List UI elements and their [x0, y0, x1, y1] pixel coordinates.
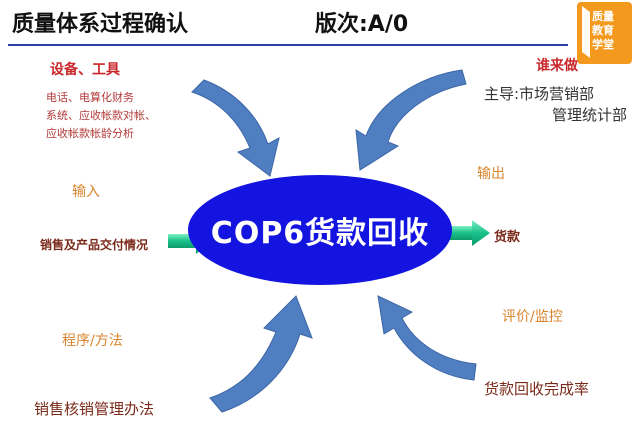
output-target: 货款: [494, 230, 521, 245]
who-line-1: 主导:市场营销部: [484, 85, 595, 103]
logo-line-1: 质量: [592, 10, 614, 23]
who-line-2: 管理统计部: [552, 106, 628, 124]
evaluation-metric: 货款回收完成率: [484, 380, 590, 398]
output-flow-arrow: [448, 220, 490, 246]
logo-line-2: 教育: [592, 24, 614, 37]
tools-title: 设备、工具: [50, 62, 120, 78]
page-title: 质量体系过程确认: [12, 12, 189, 37]
evaluation-arrow: [377, 295, 477, 381]
input-source: 销售及产品交付情况: [40, 238, 149, 252]
input-label: 输入: [72, 184, 100, 200]
center-label: COP6货款回收: [210, 216, 430, 251]
tools-arrow: [191, 79, 280, 177]
book-icon: [582, 6, 590, 58]
version-label: 版次:A/0: [315, 12, 409, 37]
method-label: 程序/方法: [62, 333, 123, 349]
output-label: 输出: [477, 166, 505, 182]
center-ellipse: [188, 175, 452, 285]
who-title: 谁来做: [536, 58, 578, 74]
tools-line-2: 系统、应收帐款对帐、: [46, 109, 156, 122]
tools-line-1: 电话、电算化财务: [46, 91, 134, 104]
method-doc: 销售核销管理办法: [34, 400, 155, 418]
logo: 质量 教育 学堂: [577, 2, 632, 64]
tools-line-3: 应收帐款帐龄分析: [46, 127, 134, 140]
header-divider: [8, 44, 568, 46]
who-arrow: [355, 69, 467, 171]
logo-line-3: 学堂: [592, 38, 614, 51]
evaluation-label: 评价/监控: [502, 309, 563, 325]
method-arrow: [209, 295, 313, 413]
